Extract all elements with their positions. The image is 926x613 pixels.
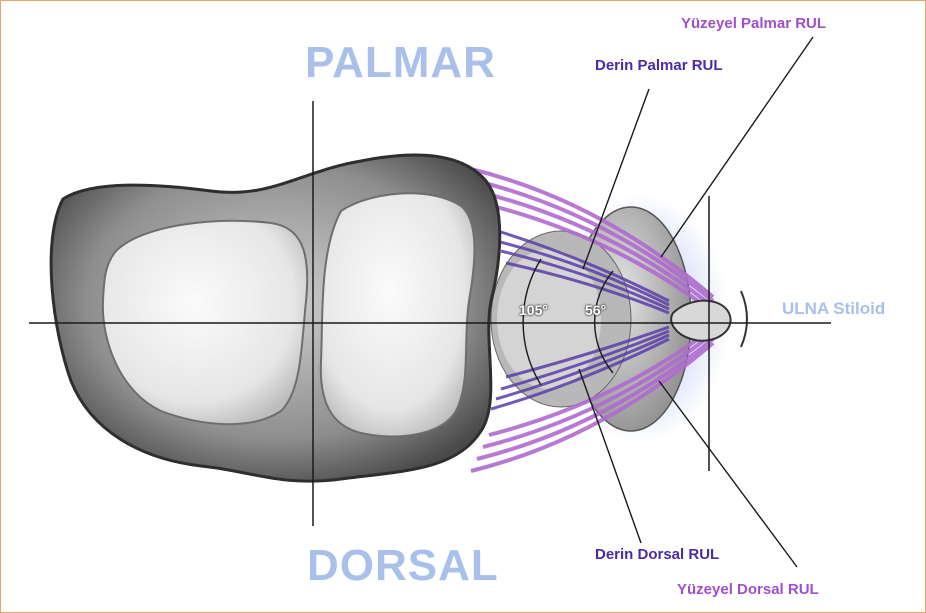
palmar-label: PALMAR	[305, 38, 496, 88]
derin-palmar-label: Derin Palmar RUL	[595, 57, 723, 74]
ulna-styloid-label: ULNA Stiloid	[782, 299, 885, 319]
radius-bone	[51, 155, 500, 481]
angle-56-label: 56°	[585, 302, 606, 318]
dorsal-label: DORSAL	[307, 541, 499, 591]
yuzeyel-palmar-label: Yüzeyel Palmar RUL	[681, 15, 826, 32]
leader-yuzeyel-dorsal	[659, 381, 797, 567]
yuzeyel-dorsal-label: Yüzeyel Dorsal RUL	[677, 581, 819, 598]
angle-105-label: 105°	[519, 302, 548, 318]
derin-dorsal-label: Derin Dorsal RUL	[595, 546, 719, 563]
